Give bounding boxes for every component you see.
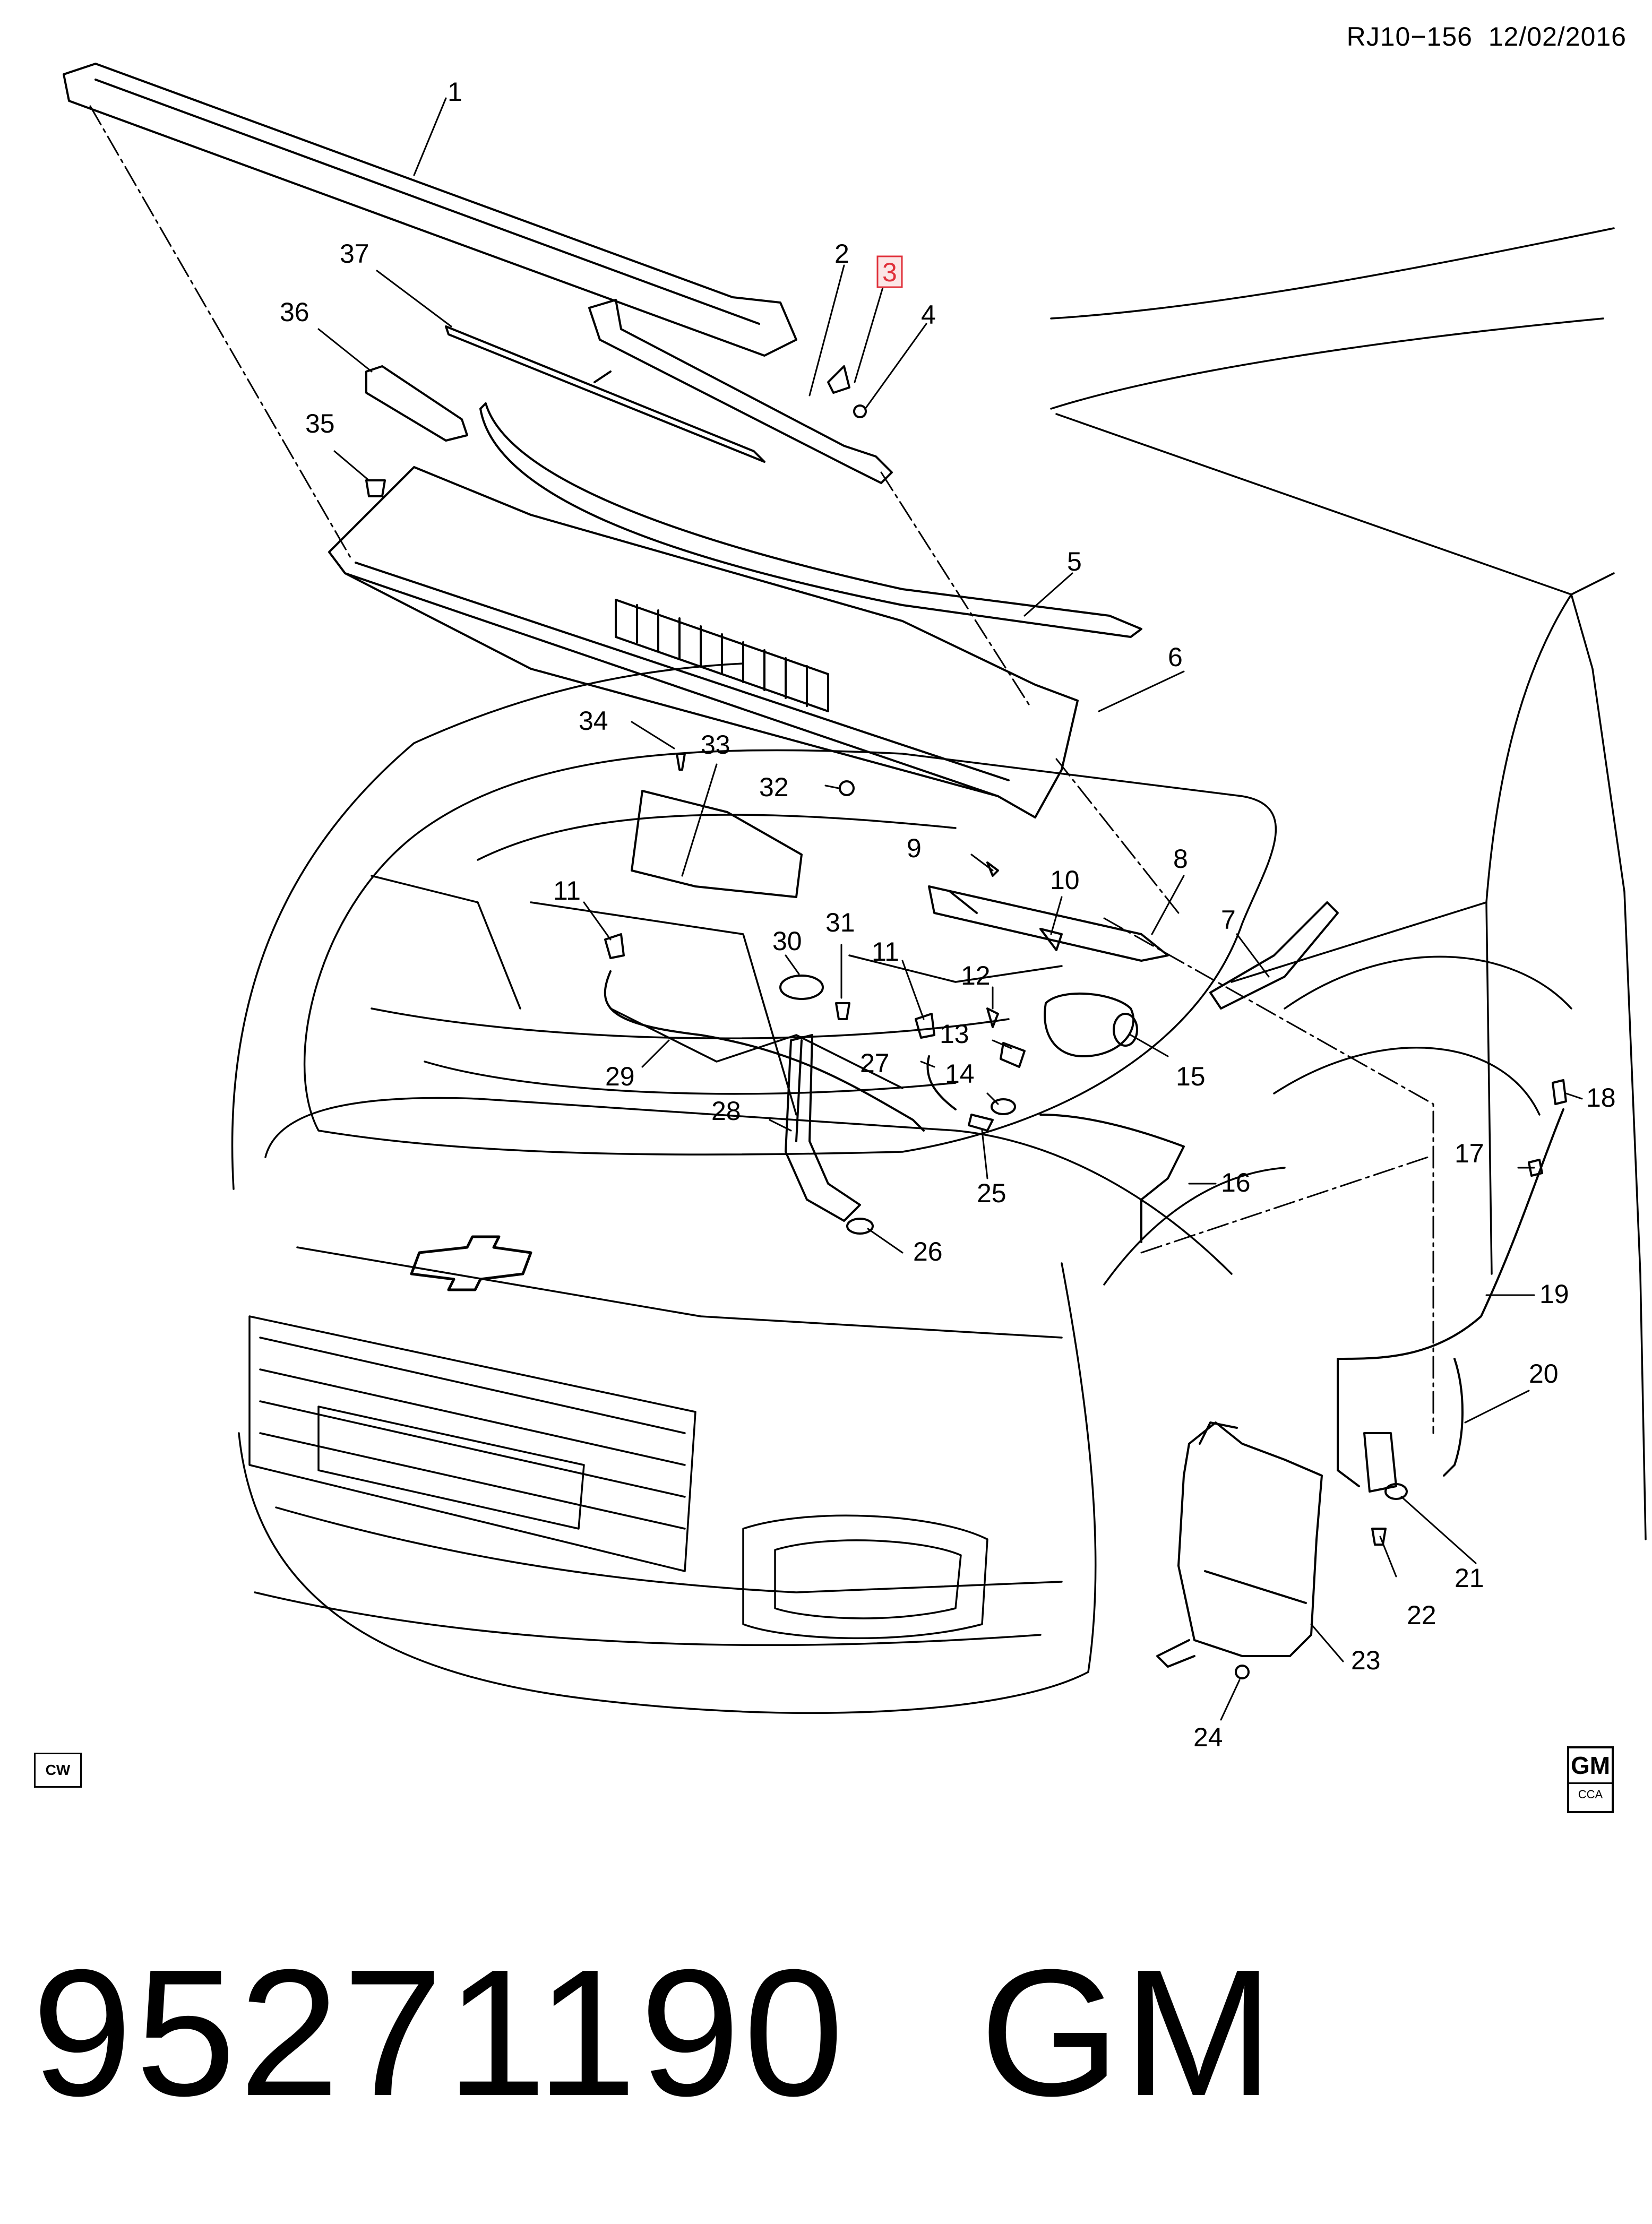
part-16-hose	[1039, 1114, 1185, 1243]
callout-label: 27	[860, 1048, 890, 1078]
callout-label: 6	[1168, 642, 1183, 672]
part-11-nozzle-left	[604, 933, 625, 959]
part-1-cowl-seal	[63, 63, 797, 357]
callout-label: 14	[945, 1059, 975, 1089]
callout-label: 24	[1193, 1722, 1223, 1752]
leader-lines	[317, 97, 1583, 1721]
callout-label: 28	[711, 1096, 741, 1126]
part-37-wiper-blade	[445, 325, 765, 463]
part-28-filler-neck	[785, 1034, 861, 1222]
callout-label: 34	[579, 706, 608, 736]
part-9-bolt	[986, 861, 999, 877]
callout-label: 18	[1586, 1083, 1616, 1113]
callout-label: 30	[772, 926, 802, 956]
callout-label: 15	[1176, 1062, 1206, 1091]
callout-label: 20	[1529, 1359, 1559, 1389]
alignment-lines	[89, 105, 1434, 1434]
gm-logo-brand: GM	[1569, 1748, 1612, 1784]
vehicle-outline	[231, 227, 1647, 1714]
callout-label: 31	[825, 908, 855, 937]
diagram-header: RJ10−156 12/02/2016	[1347, 21, 1627, 52]
footer-brand: GM	[979, 1932, 1277, 2134]
callout-label: 19	[1539, 1279, 1569, 1309]
callout-label: 13	[940, 1019, 969, 1049]
callout-label: 35	[305, 409, 335, 438]
part-18-connector	[1552, 1079, 1567, 1105]
callout-label: 5	[1067, 547, 1082, 576]
callout-label: 12	[961, 961, 991, 990]
callout-label: 37	[340, 239, 369, 269]
callout-label: 25	[977, 1178, 1006, 1208]
callout-label: 8	[1173, 844, 1188, 874]
part-26-clamp	[846, 1218, 874, 1235]
part-34-screw	[676, 753, 686, 771]
part-11-nozzle-right	[915, 1013, 935, 1039]
part-36-trim	[365, 365, 468, 442]
part-24-grommet	[1235, 1665, 1250, 1679]
callout-label: 11	[553, 876, 581, 906]
callout-label: 23	[1351, 1645, 1381, 1675]
part-27-hose	[926, 1055, 957, 1110]
part-20-hose	[1443, 1358, 1464, 1477]
part-21-pump	[1363, 1432, 1408, 1500]
cw-label: CW	[45, 1762, 71, 1778]
callout-label: 10	[1050, 865, 1080, 895]
callout-label: 7	[1221, 905, 1236, 935]
part-15-motor	[1044, 992, 1138, 1057]
callout-label: 17	[1455, 1139, 1484, 1168]
diagram-ref-code: RJ10−156	[1346, 22, 1473, 51]
callout-label: 2	[834, 239, 849, 269]
callout-label: 16	[1221, 1168, 1251, 1197]
callout-label: 1	[448, 77, 462, 107]
part-32-nut	[839, 780, 855, 796]
part-5-hood-seal	[479, 402, 1142, 638]
part-31-clip	[835, 1002, 850, 1020]
part-3-cap	[827, 365, 850, 394]
part-2-wiper-arm	[588, 299, 893, 484]
parts-diagram: 1 2 3 4 5 6 7 8 9 10 11 11 12 13 14 15 1…	[63, 63, 1647, 1752]
part-4-nut	[853, 404, 867, 418]
part-29-hose	[604, 970, 925, 1132]
part-14-grommet	[991, 1098, 1016, 1115]
callout-label: 32	[759, 772, 789, 802]
part-12-bolt	[986, 1007, 999, 1028]
cw-label-box: CW	[34, 1753, 82, 1788]
part-23-reservoir	[1156, 1421, 1323, 1668]
callout-label: 9	[907, 833, 922, 863]
part-35-clip	[365, 479, 386, 497]
part-7-bracket	[1209, 901, 1339, 1010]
part-8-linkage	[928, 885, 1169, 962]
part-22-nut	[1371, 1528, 1387, 1546]
callout-label: 36	[280, 297, 309, 327]
diagram-date: 12/02/2016	[1488, 22, 1627, 51]
callout-label: 29	[605, 1062, 635, 1091]
part-25-connector	[968, 1114, 994, 1132]
gm-logo-sub: CCA	[1578, 1788, 1603, 1801]
part-33-panel	[631, 790, 803, 898]
part-30-cap	[779, 975, 824, 1000]
part-13-bracket	[1000, 1042, 1026, 1068]
part-19-hose	[1337, 1108, 1564, 1487]
part-17-clip	[1528, 1159, 1543, 1177]
callout-3-highlight-box	[876, 255, 903, 288]
callout-label: 33	[701, 730, 730, 760]
callout-label: 21	[1455, 1563, 1484, 1593]
part-6-cowl-panel	[328, 466, 1079, 818]
callout-label: 26	[913, 1237, 943, 1266]
callout-label: 3	[882, 257, 897, 287]
gm-cca-logo: GM CCA	[1567, 1746, 1614, 1813]
callout-labels: 1 2 3 4 5 6 7 8 9 10 11 11 12 13 14 15 1…	[280, 77, 1616, 1752]
callout-label: 11	[872, 937, 899, 967]
callout-label: 4	[921, 300, 936, 330]
callout-label: 22	[1407, 1600, 1436, 1630]
part-number: 95271190	[32, 1932, 847, 2134]
